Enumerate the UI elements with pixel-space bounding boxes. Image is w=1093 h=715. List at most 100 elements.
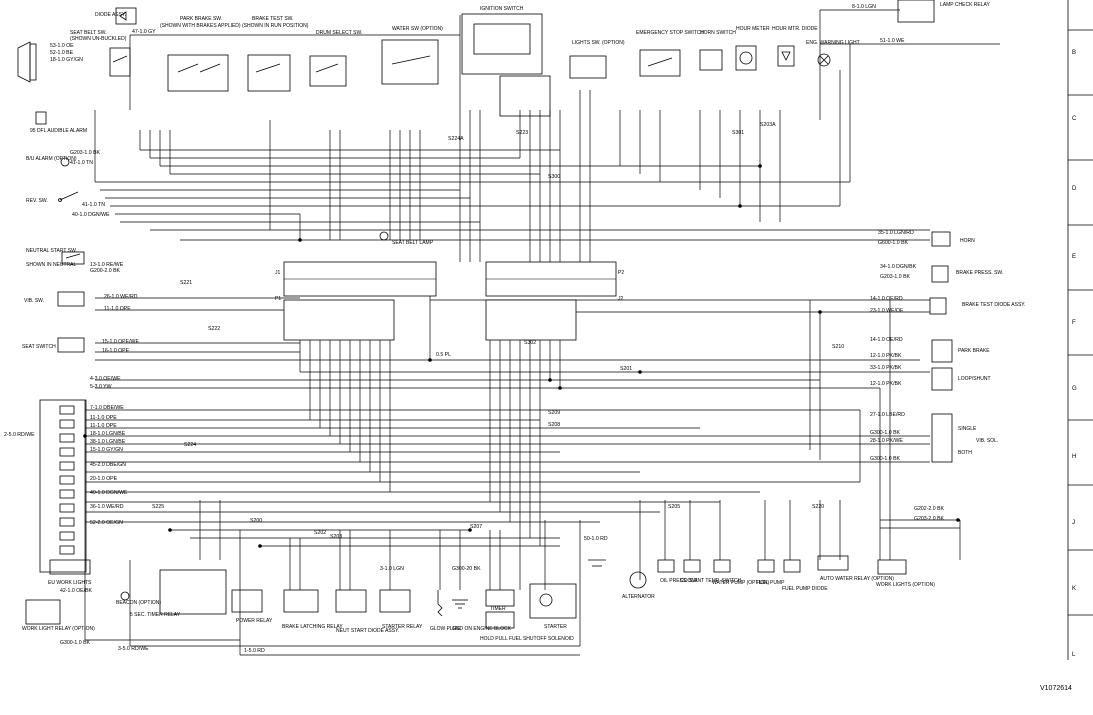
grid-label-g: G	[1072, 386, 1077, 392]
drum-select-switch	[309, 55, 347, 87]
wire-label: 42-1.0 OE/BK	[60, 588, 93, 594]
wire-label: 2-5.0 RD/WE	[4, 432, 35, 438]
wire-label: 16-1.0 OPE	[102, 348, 130, 354]
grid-label-b: B	[1072, 50, 1076, 56]
hour-meter-label: HOUR METER	[736, 26, 770, 32]
eu-work-lights-label: EU WORK LIGHTS	[48, 580, 92, 586]
brake-latching-relay	[283, 589, 319, 613]
wire-label: 40-1.0 DGN/WE	[72, 212, 110, 218]
wire-label: 23-1.0 WE/OE	[870, 308, 904, 314]
glow-plug	[437, 590, 443, 617]
wire-label: 20-1.0 OPE	[90, 476, 118, 482]
engine-warning-light	[817, 53, 831, 67]
alarm-label: 95 DFL AUDIBLE ALARM	[30, 128, 87, 134]
water-sw-label: WATER SW (OPTION)	[392, 26, 443, 32]
wire-label: G300-1.0 BK	[870, 456, 901, 462]
wire-label: 26-1.0 WE/RD	[104, 294, 138, 300]
estop-label: EMERGENCY STOP SWITCH	[636, 30, 704, 36]
park-brake-solenoid	[931, 339, 953, 363]
wire-label: G300-1.0 BK	[870, 430, 901, 436]
wire-label: 45-2.0 DBE/GN	[90, 462, 126, 468]
splice-label: S200	[250, 518, 262, 524]
beacon	[120, 591, 130, 601]
splice-label: S201	[620, 366, 632, 372]
wire-label: 27-1.0 LBE/RD	[870, 412, 905, 418]
brake-test-label: BRAKE TEST SW.	[252, 16, 294, 22]
gnd-engine-label: GND ON ENGINE BLOCK	[452, 626, 512, 632]
wire-label: G203-2.0 BK	[914, 516, 945, 522]
hour-mtr-diode-label: HOUR MTR. DIODE	[772, 26, 818, 32]
reverse-switch	[58, 191, 79, 202]
wire-label: 4-3.0 OE/WE	[90, 376, 121, 382]
splice-label: S203A	[760, 122, 776, 128]
splice-label: S302	[524, 340, 536, 346]
alternator-label: ALTERNATOR	[622, 594, 655, 600]
glow-plug-label: GLOW PLUG	[430, 626, 460, 632]
horn-switch-label: HORN SWITCH	[700, 30, 736, 36]
water-pump	[713, 559, 731, 573]
splice-label: S205	[668, 504, 680, 510]
grid-label-d: D	[1072, 186, 1077, 192]
brake-test-diode-assy	[929, 297, 947, 315]
wire-label: 5-3.0 YW	[90, 384, 112, 390]
grid-label-j: J	[1072, 520, 1075, 526]
eu-work-lights	[49, 559, 91, 575]
sec-timer-label: 5 SEC. TIMER RELAY	[130, 612, 181, 618]
power-relay	[231, 589, 263, 613]
wire-label: 3-1.0 LGN	[380, 566, 404, 572]
auto-water-label: AUTO WATER RELAY (OPTION)	[820, 576, 894, 582]
wire-label: G203-1.0 BK	[880, 274, 911, 280]
timer-relay	[159, 569, 227, 615]
coolant-temp-label: COOLANT TEMP. SWITCH	[680, 578, 742, 584]
splice-dots	[83, 164, 960, 548]
vib-sol-label: VIB. SOL.	[976, 438, 998, 444]
splice-label: S208	[548, 422, 560, 428]
seat-belt-sw-label: SEAT BELT SW.	[70, 30, 107, 36]
splice-label: S223	[516, 130, 528, 136]
work-lights-option	[877, 559, 907, 575]
wire-label: 12-1.0 PK/BK	[870, 353, 902, 359]
wire-label: 13-1.0 RE/WE	[90, 262, 124, 268]
coolant-temp-switch	[683, 559, 701, 573]
eng-warning-label: ENG. WARNING LIGHT	[806, 40, 860, 46]
brake-pressure-switch	[931, 265, 949, 283]
timer-label: TIMER	[490, 606, 506, 612]
splice-label: S202	[314, 530, 326, 536]
splice-label: S221	[180, 280, 192, 286]
wire-label: 11-1.0 OPE	[104, 306, 131, 312]
connector-p1-label: P1	[275, 296, 281, 302]
diode-assy-label: DIODE ASSY.	[95, 12, 126, 18]
brake-test-note: (SHOWN IN RUN POSITION)	[242, 23, 309, 29]
wire-label: 53-1.0 OE	[50, 43, 74, 49]
power-relay-label: POWER RELAY	[236, 618, 273, 624]
wire-label: 47-1.0 GY	[132, 29, 156, 35]
grid-row-labels: B C D E F G H J K L	[1072, 50, 1077, 658]
brake-latching-label: BRAKE LATCHING RELAY	[282, 624, 343, 630]
wire-label: G200-2.0 BK	[90, 268, 121, 274]
grid-label-c: C	[1072, 116, 1077, 122]
vib-sw-label: VIB. SW.	[24, 298, 44, 304]
wire-label: 11-1.0 OPE	[90, 423, 117, 429]
splice-label: S210	[832, 344, 844, 350]
splice-labels: S221 S222 S224 S225 S200 S202 S203 S207 …	[152, 122, 844, 540]
connector-j2-label: J2	[618, 296, 624, 302]
splice-label: S224A	[448, 136, 464, 142]
wire-label: 1-5.0 RD	[244, 648, 265, 654]
splice-label: S225	[152, 504, 164, 510]
work-light-relay	[25, 599, 61, 625]
drum-select-label: DRUM SELECT SW.	[316, 30, 362, 36]
park-brake-sol-label: PARK BRAKE	[958, 348, 990, 354]
wire-label: 15-1.0 OPE/WE	[102, 339, 139, 345]
lamp-check-relay	[897, 0, 935, 23]
splice-label: S300	[548, 174, 560, 180]
wire-label: 7-1.0 DBE/WE	[90, 405, 124, 411]
ignition-switch	[461, 13, 551, 117]
seat-belt-switch	[109, 47, 131, 77]
seat-belt-lamp	[379, 231, 389, 241]
wire-label: G203-1.0 BK	[70, 150, 101, 156]
wire-label: 8-1.0 LGN	[852, 4, 876, 10]
seat-belt-lamp-label: SEAT BELT LAMP	[392, 240, 434, 246]
fuse-block	[39, 399, 87, 573]
